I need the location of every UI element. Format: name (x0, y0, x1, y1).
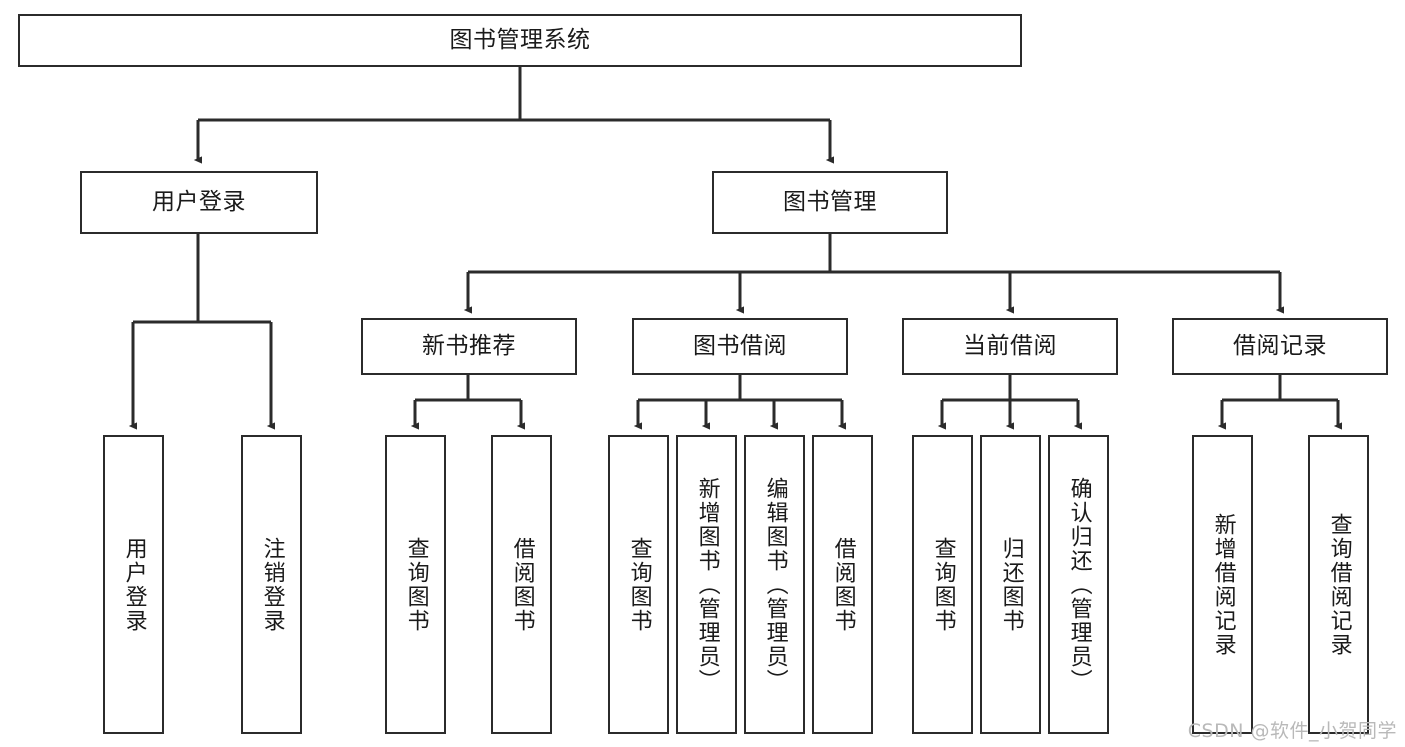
leaf-return-book[interactable]: 归还图书 (980, 435, 1041, 734)
leaf-query-book-2-label: 查询图书 (626, 536, 652, 633)
node-book-borrow[interactable]: 图书借阅 (632, 318, 848, 375)
leaf-user-login-label: 用户登录 (121, 536, 147, 633)
node-current-borrow[interactable]: 当前借阅 (902, 318, 1118, 375)
leaf-confirm-return-label: 确认归还（管理员） (1066, 476, 1092, 693)
node-user-login-label: 用户登录 (152, 188, 246, 215)
leaf-user-login[interactable]: 用户登录 (103, 435, 164, 734)
leaf-borrow-book-2[interactable]: 借阅图书 (812, 435, 873, 734)
leaf-edit-book-label: 编辑图书（管理员） (762, 476, 788, 693)
node-book-borrow-label: 图书借阅 (693, 332, 787, 359)
node-book-management[interactable]: 图书管理 (712, 171, 948, 234)
leaf-borrow-book-2-label: 借阅图书 (830, 536, 856, 633)
node-user-login[interactable]: 用户登录 (80, 171, 318, 234)
leaf-confirm-return[interactable]: 确认归还（管理员） (1048, 435, 1109, 734)
node-new-book-recommend-label: 新书推荐 (422, 332, 516, 359)
leaf-user-logout-label: 注销登录 (259, 536, 285, 633)
leaf-borrow-book-1-label: 借阅图书 (509, 536, 535, 633)
leaf-add-book[interactable]: 新增图书（管理员） (676, 435, 737, 734)
leaf-query-record-label: 查询借阅记录 (1326, 512, 1352, 657)
node-root[interactable]: 图书管理系统 (18, 14, 1022, 67)
node-root-label: 图书管理系统 (449, 26, 591, 53)
leaf-user-logout[interactable]: 注销登录 (241, 435, 302, 734)
leaf-add-book-label: 新增图书（管理员） (694, 476, 720, 693)
leaf-return-book-label: 归还图书 (998, 536, 1024, 633)
leaf-query-book-1-label: 查询图书 (403, 536, 429, 633)
leaf-query-book-1[interactable]: 查询图书 (385, 435, 446, 734)
leaf-add-record-label: 新增借阅记录 (1210, 512, 1236, 657)
leaf-edit-book[interactable]: 编辑图书（管理员） (744, 435, 805, 734)
leaf-query-book-2[interactable]: 查询图书 (608, 435, 669, 734)
node-borrow-record[interactable]: 借阅记录 (1172, 318, 1388, 375)
node-new-book-recommend[interactable]: 新书推荐 (361, 318, 577, 375)
node-current-borrow-label: 当前借阅 (963, 332, 1057, 359)
node-book-management-label: 图书管理 (783, 188, 877, 215)
leaf-query-book-3-label: 查询图书 (930, 536, 956, 633)
node-borrow-record-label: 借阅记录 (1233, 332, 1327, 359)
leaf-add-record[interactable]: 新增借阅记录 (1192, 435, 1253, 734)
leaf-query-book-3[interactable]: 查询图书 (912, 435, 973, 734)
leaf-borrow-book-1[interactable]: 借阅图书 (491, 435, 552, 734)
leaf-query-record[interactable]: 查询借阅记录 (1308, 435, 1369, 734)
